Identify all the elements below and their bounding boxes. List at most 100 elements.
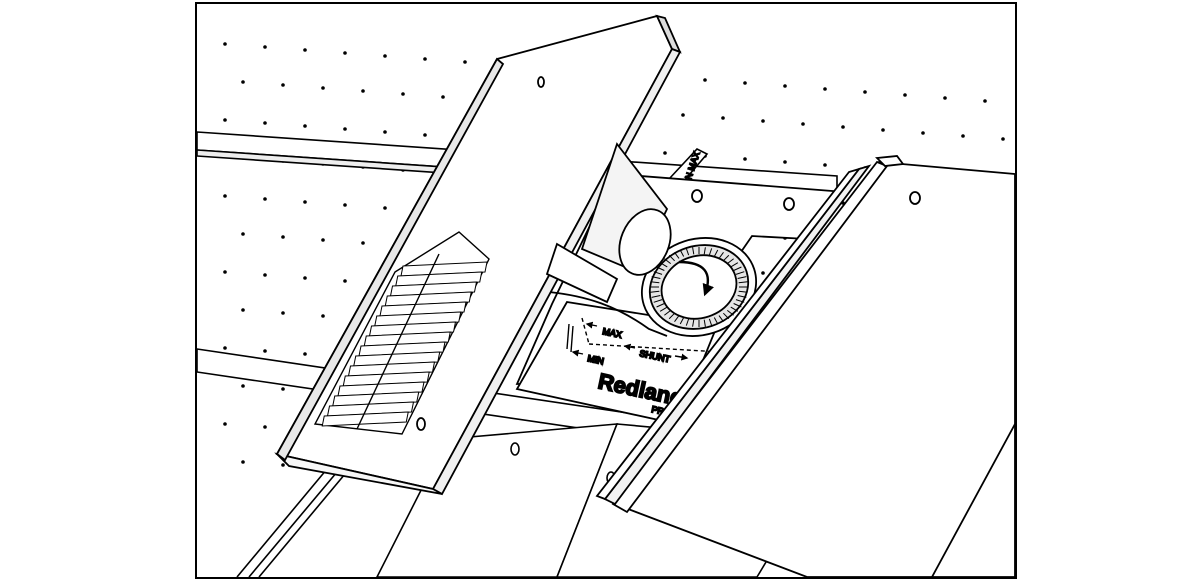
dial-tick xyxy=(733,303,742,308)
dial-tick xyxy=(713,249,719,257)
underlay-dot xyxy=(263,273,267,277)
underlay-dot xyxy=(303,200,307,204)
underlay-dot xyxy=(343,51,347,55)
underlay-dot xyxy=(383,54,387,58)
underlay-dot xyxy=(743,81,747,85)
underlay-dot xyxy=(263,349,267,353)
dial-tick xyxy=(692,247,695,255)
underlay-dot xyxy=(223,118,227,122)
adjuster-cable xyxy=(548,291,668,337)
dial-tick xyxy=(735,299,745,303)
underlay-dot xyxy=(761,119,765,123)
underlay-dot xyxy=(321,238,325,242)
underlay-dot xyxy=(241,460,245,464)
vent-damper-dial xyxy=(640,237,758,337)
underlay-dot xyxy=(961,134,965,138)
dial-tick xyxy=(674,252,680,259)
dial-tick xyxy=(651,295,661,298)
underlay-dot xyxy=(383,130,387,134)
underlay-dot xyxy=(383,206,387,210)
underlay-dot xyxy=(441,95,445,99)
dial-tick xyxy=(722,254,730,262)
underlay-dot xyxy=(703,78,707,82)
underlay-dot xyxy=(801,122,805,126)
underlay-dot xyxy=(841,125,845,129)
underlay-dot xyxy=(423,57,427,61)
dial-tick xyxy=(738,281,748,284)
dial-tick xyxy=(708,318,713,326)
underlay-dot xyxy=(223,346,227,350)
underlay-dot xyxy=(263,197,267,201)
underlay-dot xyxy=(343,279,347,283)
underlay-dot xyxy=(281,83,285,87)
diagram-frame: N MAX MAX MIN SHUNT Redland PRODU xyxy=(195,2,1017,579)
base-plate-hole xyxy=(783,197,795,211)
dial-tick xyxy=(692,319,695,327)
dial-tick xyxy=(703,247,706,255)
underlay-dot xyxy=(863,90,867,94)
dial-tick xyxy=(738,290,748,293)
underlay-dot xyxy=(241,80,245,84)
dial-tick xyxy=(708,248,713,256)
underlay-dot xyxy=(281,235,285,239)
vent-pipe-connector xyxy=(545,142,672,304)
dial-tick xyxy=(659,306,668,312)
dial-tick xyxy=(730,306,739,312)
underlay-dot xyxy=(1001,137,1005,141)
underlay-dot xyxy=(943,96,947,100)
dial-tick xyxy=(713,317,719,325)
underlay-dot xyxy=(881,128,885,132)
underlay-dot xyxy=(343,203,347,207)
dial-tick xyxy=(664,258,672,265)
dial-tick xyxy=(718,315,724,322)
dial-tick xyxy=(651,276,661,279)
underlay-dot xyxy=(761,271,765,275)
vent-tile-nail-hole xyxy=(416,417,426,431)
max-mark: MAX xyxy=(602,326,623,340)
vent-louvre-grille xyxy=(313,231,490,435)
dial-tick xyxy=(737,295,747,298)
underlay-dot xyxy=(321,314,325,318)
underlay-dot xyxy=(903,93,907,97)
dial-tick xyxy=(650,281,660,284)
underlay-dot xyxy=(241,308,245,312)
underlay-dot xyxy=(743,157,747,161)
underlay-dot xyxy=(783,160,787,164)
dial-tick xyxy=(718,252,724,259)
underlay-dot xyxy=(263,425,267,429)
underlay-dot xyxy=(663,151,667,155)
dial-tick xyxy=(668,254,676,262)
dial-tick xyxy=(685,248,690,256)
dial-tick xyxy=(730,262,739,268)
right-roof-tile xyxy=(595,155,1015,577)
dial-tick xyxy=(685,318,690,326)
underlay-dot xyxy=(681,113,685,117)
underlay-dot xyxy=(263,45,267,49)
base-plate-hole xyxy=(691,189,703,203)
underlay-dot xyxy=(783,84,787,88)
underlay-dot xyxy=(263,121,267,125)
underlay-dot xyxy=(823,87,827,91)
dial-tick xyxy=(735,271,745,275)
underlay-dot xyxy=(223,270,227,274)
vent-tile-nail-hole xyxy=(537,76,545,88)
right-tile-nail-hole xyxy=(909,191,921,205)
dial-tick xyxy=(653,271,663,275)
louvre-slats xyxy=(321,253,488,430)
dial-tick xyxy=(659,262,668,268)
dial-tick xyxy=(737,276,747,279)
underlay-dot xyxy=(401,92,405,96)
roof-vent-installation-diagram: N MAX MAX MIN SHUNT Redland PRODU xyxy=(197,14,1015,577)
dial-tick xyxy=(726,309,734,316)
underlay-dot xyxy=(241,384,245,388)
underlay-dot xyxy=(343,127,347,131)
dial-tick xyxy=(656,266,665,271)
underlay-dot xyxy=(361,241,365,245)
underlay-dot xyxy=(303,124,307,128)
min-mark: MIN xyxy=(587,353,605,366)
underlay-dot xyxy=(721,116,725,120)
left-tile-edge xyxy=(236,468,346,577)
underlay-dot xyxy=(281,311,285,315)
underlay-dot xyxy=(321,86,325,90)
dial-tick xyxy=(664,309,672,316)
